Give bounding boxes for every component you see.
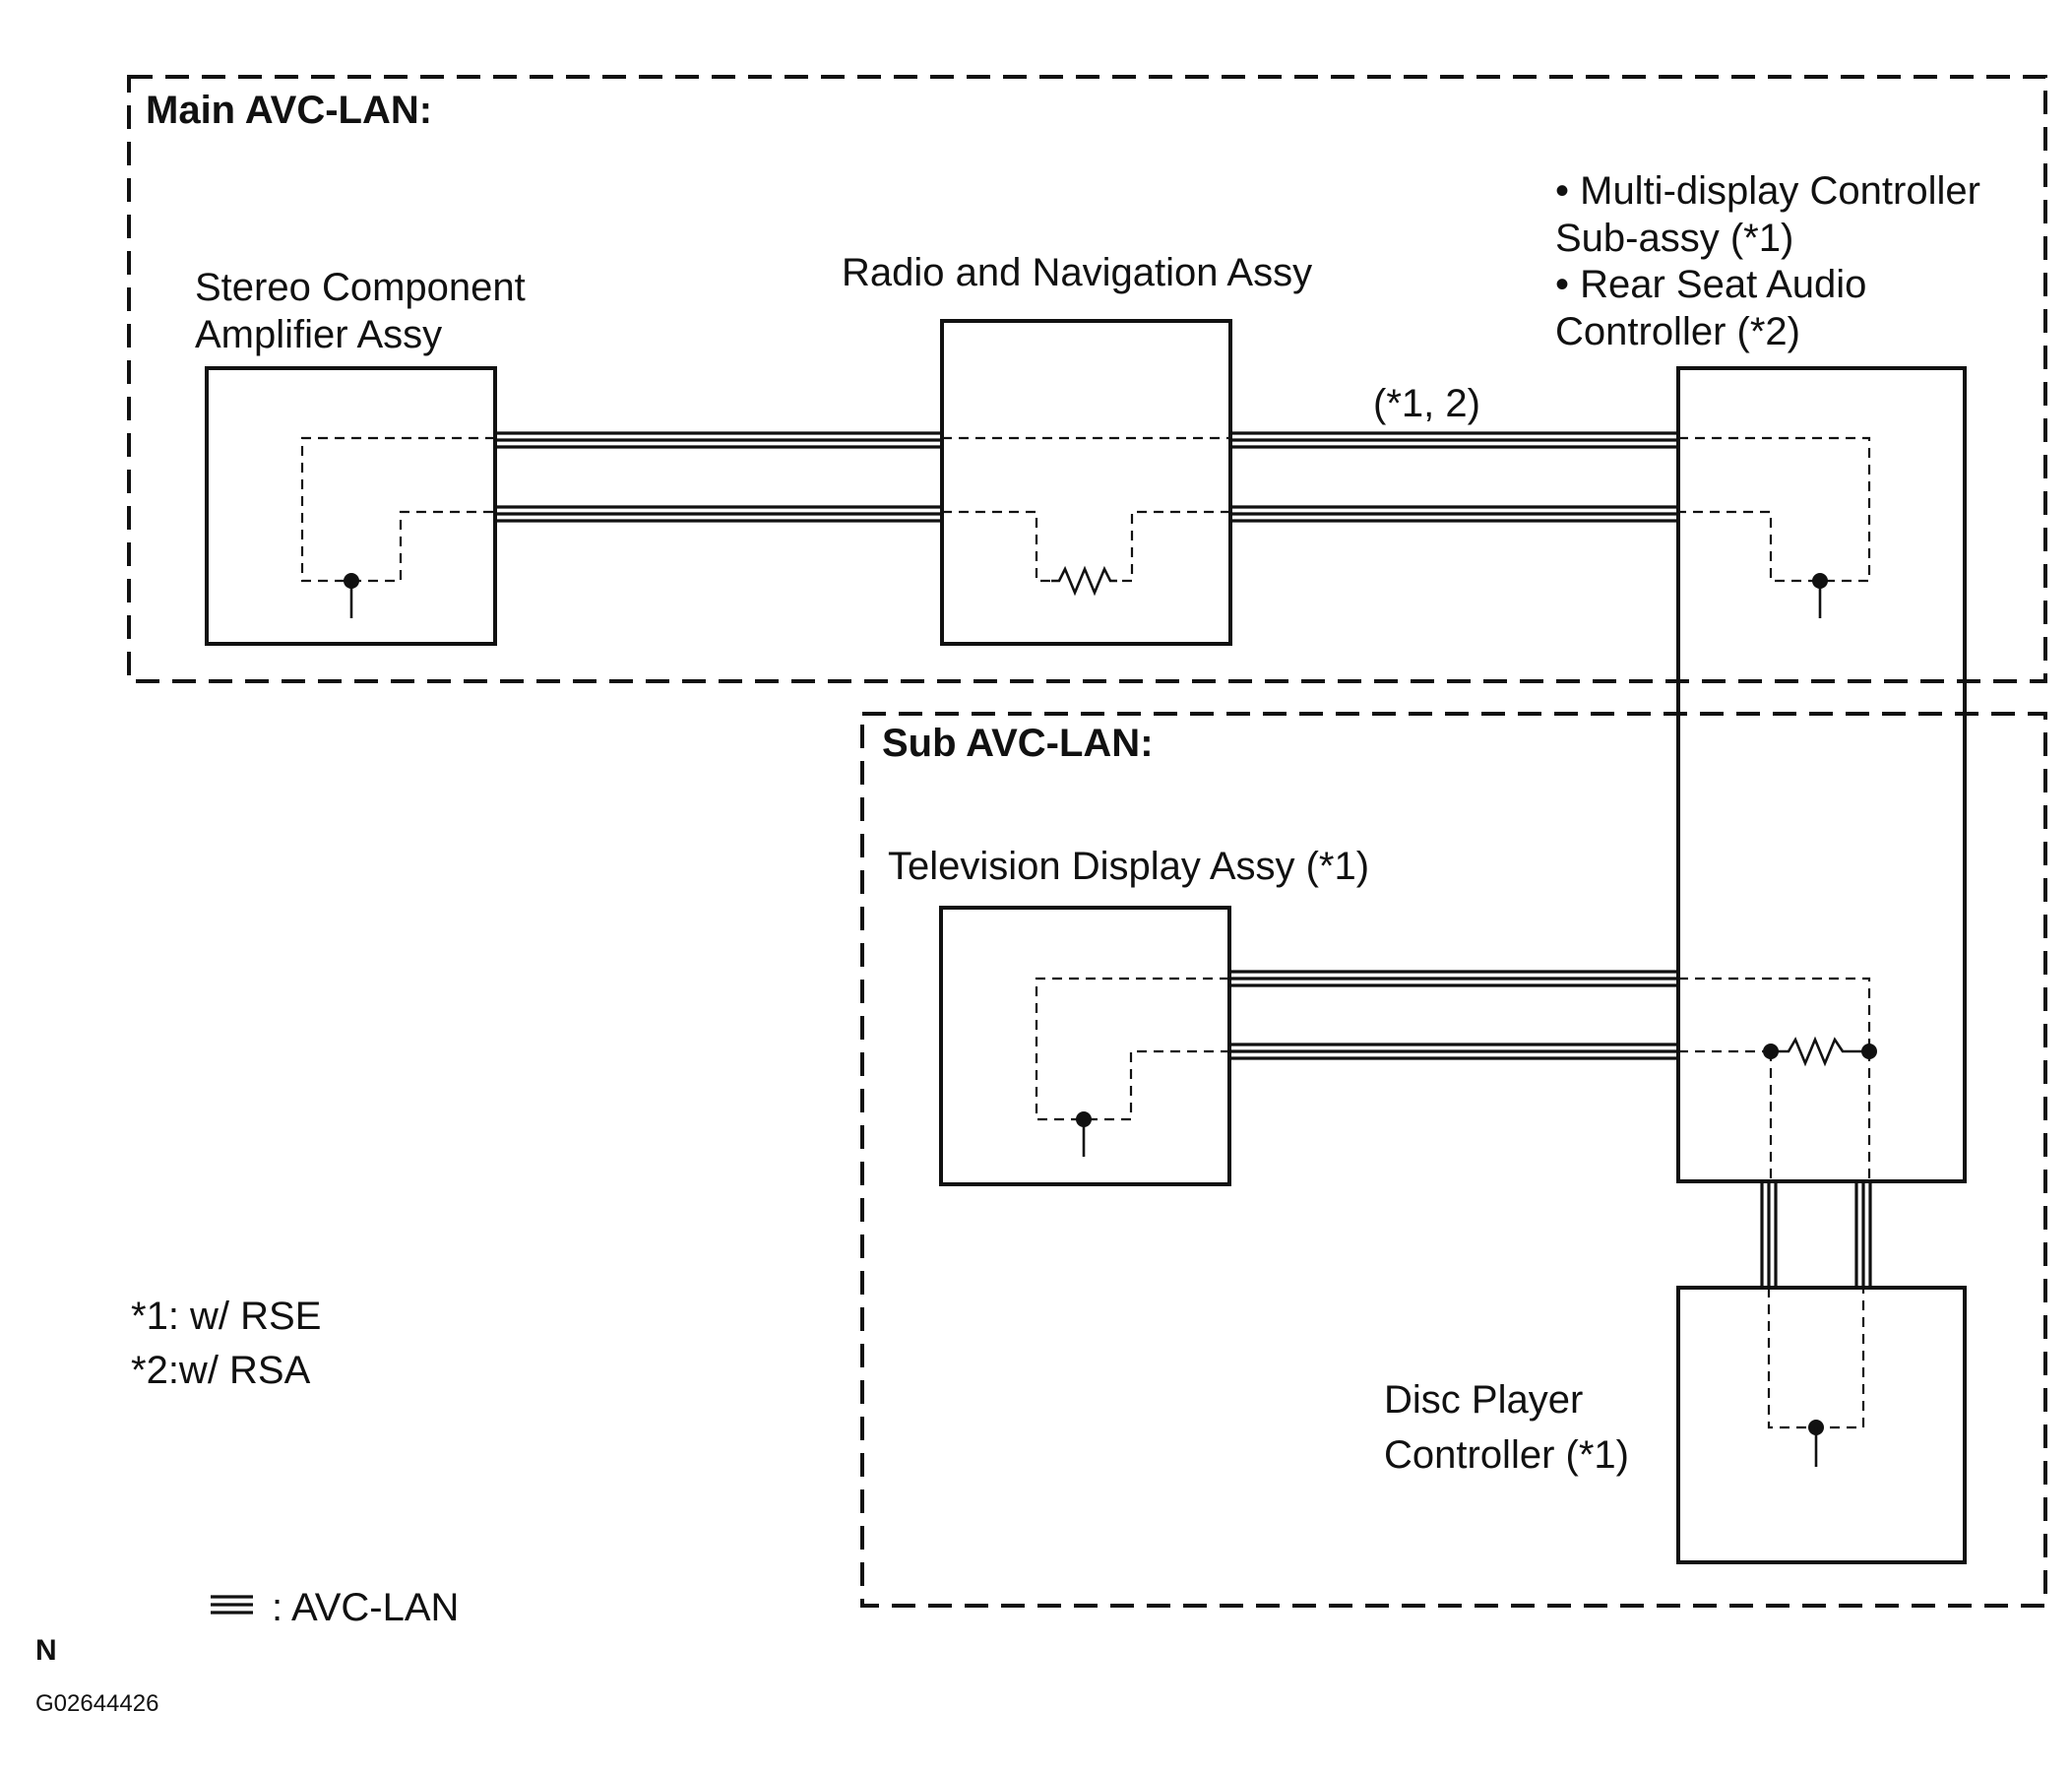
- disc-player-label-line2: Controller (*1): [1384, 1433, 1629, 1477]
- multi-display-label-line1: • Multi-display Controller: [1555, 169, 1980, 213]
- disc-player-internal-circuit: [1767, 1288, 1865, 1467]
- disc-player-label-line1: Disc Player: [1384, 1378, 1583, 1422]
- note-rse: *1: w/ RSE: [131, 1295, 321, 1338]
- bus-multi-disc-right: [1854, 1181, 1872, 1288]
- multi-display-label-line2: Sub-assy (*1): [1555, 217, 1793, 260]
- footer-code: G02644426: [35, 1690, 158, 1717]
- radio-nav-internal-circuit: [942, 436, 1230, 597]
- amplifier-label-line2: Amplifier Assy: [195, 313, 442, 356]
- bus-amp-radio-upper: [495, 431, 942, 449]
- main-avc-lan-title: Main AVC-LAN:: [146, 89, 432, 132]
- multi-display-label-line3: • Rear Seat Audio: [1555, 263, 1866, 306]
- radio-nav-box: [940, 319, 1232, 646]
- tv-display-internal-circuit: [1035, 977, 1229, 1157]
- footer-letter: N: [35, 1634, 57, 1667]
- note-rsa: *2:w/ RSA: [131, 1349, 311, 1392]
- bus-radio-multi-upper: [1230, 431, 1678, 449]
- legend-avc-lan-text: : AVC-LAN: [272, 1586, 459, 1629]
- connection-label: (*1, 2): [1373, 382, 1480, 425]
- disc-player-box: [1676, 1286, 1967, 1564]
- main-avc-lan-border: [127, 75, 2047, 683]
- bus-radio-multi-lower: [1230, 505, 1678, 523]
- amplifier-internal-circuit: [300, 436, 495, 618]
- bus-tv-multi-lower: [1229, 1043, 1678, 1060]
- bus-amp-radio-lower: [495, 505, 942, 523]
- amplifier-label-line1: Stereo Component: [195, 266, 526, 309]
- tv-display-box: [939, 906, 1231, 1186]
- legend-avc-lan-symbol: [211, 1595, 253, 1615]
- multi-display-box: [1676, 366, 1967, 1183]
- multi-display-sub-circuit: [1678, 977, 1877, 1181]
- multi-display-main-circuit: [1678, 436, 1871, 618]
- sub-avc-lan-title: Sub AVC-LAN:: [882, 722, 1154, 765]
- bus-multi-disc-left: [1760, 1181, 1778, 1288]
- tv-display-label: Television Display Assy (*1): [888, 845, 1369, 888]
- multi-display-label-line4: Controller (*2): [1555, 310, 1800, 353]
- sub-avc-lan-border: [860, 712, 2047, 1608]
- radio-nav-label: Radio and Navigation Assy: [842, 251, 1312, 294]
- bus-tv-multi-upper: [1229, 970, 1678, 987]
